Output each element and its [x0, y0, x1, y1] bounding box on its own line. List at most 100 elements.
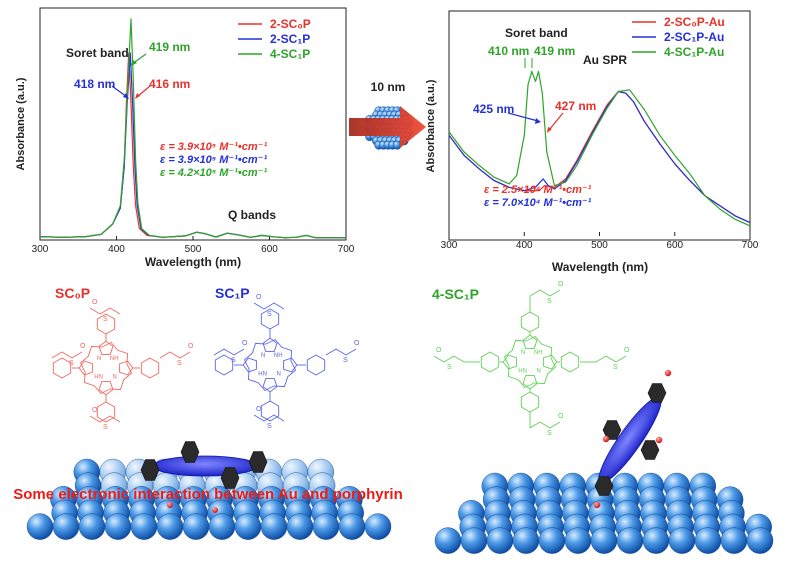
right-legend-label-2: 2-SC₁P-Au — [664, 30, 724, 44]
svg-text:S: S — [447, 364, 452, 371]
svg-text:NH: NH — [274, 353, 283, 359]
right-x-axis-label: Wavelength (nm) — [552, 260, 648, 274]
right-x-tick-label-700: 700 — [742, 240, 759, 251]
left-x-tick-label-500: 500 — [185, 244, 202, 255]
right-arrow-427 — [548, 112, 564, 131]
svg-text:S: S — [231, 357, 236, 364]
right-series-2-line — [448, 90, 751, 224]
sc0p-structure-icon: N NH HN N S O S O S O S O — [51, 299, 194, 431]
right-soret-label: Soret band — [505, 26, 568, 40]
svg-text:O: O — [256, 294, 262, 301]
right-epsilon-blue: ε = 7.0×10⁴ M⁻¹•cm⁻¹ — [484, 197, 592, 209]
svg-text:N: N — [113, 374, 117, 380]
left-peak-418-label: 418 nm — [74, 77, 115, 91]
left-arrowhead-416 — [135, 93, 140, 99]
right-arrowhead-425 — [535, 118, 541, 124]
svg-text:O: O — [92, 407, 98, 414]
left-arrowhead-419 — [131, 60, 137, 66]
left-arrow-416 — [136, 85, 151, 98]
4-sc1p-structure-icon: N NH HN N S O S O S O S O — [433, 281, 630, 437]
sc0p-label: SC₀P — [55, 285, 90, 301]
left-peak-419-label: 419 nm — [149, 40, 190, 54]
left-x-axis-label: Wavelength (nm) — [145, 255, 241, 269]
left-x-tick-label-700: 700 — [338, 244, 355, 255]
transition-arrow-icon — [349, 106, 426, 148]
left-legend-label-2: 2-SC₁P — [270, 32, 310, 46]
svg-text:O: O — [80, 343, 86, 350]
right-epsilon-red: ε = 2.5×10⁴ M⁻¹•cm⁻¹ — [484, 184, 592, 196]
sc1p-structure-icon: N NH HN N S O S O S O S O — [213, 294, 360, 430]
svg-text:S: S — [613, 364, 618, 371]
svg-text:NH: NH — [534, 350, 543, 356]
svg-text:S: S — [547, 298, 552, 305]
svg-text:O: O — [558, 413, 564, 420]
gold-surface-right-icon — [434, 472, 774, 554]
flat-porphyrin-on-gold-icon — [140, 441, 268, 513]
left-absorbance-chart: 300 400 500 600 700 Wavelength (nm) Absorban… — [15, 7, 355, 269]
right-y-axis-label: Absorbance (a.u.) — [425, 79, 437, 172]
sc1p-label: SC₁P — [215, 285, 250, 301]
gold-nanoparticle-transition: 10 nm — [349, 80, 426, 150]
svg-text:S: S — [343, 357, 348, 364]
svg-text:O: O — [242, 340, 248, 347]
svg-text:S: S — [267, 423, 272, 430]
right-au-spr-label: Au SPR — [583, 53, 627, 67]
left-epsilon-red: ε = 3.9×10⁵ M⁻¹•cm⁻¹ — [160, 141, 267, 153]
left-epsilon-green: ε = 4.2×10⁵ M⁻¹•cm⁻¹ — [160, 167, 267, 179]
svg-text:S: S — [547, 430, 552, 437]
left-peak-416-label: 416 nm — [149, 77, 190, 91]
right-legend-label-1: 2-SC₀P-Au — [664, 15, 725, 29]
right-legend-label-3: 4-SC₁P-Au — [664, 45, 724, 59]
right-peak-425-label: 425 nm — [473, 102, 514, 116]
svg-text:O: O — [558, 281, 564, 288]
right-plot-frame — [448, 10, 751, 241]
svg-text:NH: NH — [110, 356, 119, 362]
svg-text:O: O — [256, 406, 262, 413]
svg-text:O: O — [188, 343, 194, 350]
left-x-tick-label-300: 300 — [32, 244, 49, 255]
svg-text:O: O — [624, 347, 630, 354]
right-arrowhead-427 — [547, 127, 552, 133]
svg-text:HN: HN — [94, 374, 103, 380]
right-x-tick-label-400: 400 — [516, 240, 533, 251]
svg-text:S: S — [103, 424, 108, 431]
svg-text:N: N — [521, 350, 525, 356]
4-sc1p-label: 4-SC₁P — [432, 286, 479, 302]
right-series-3-line — [448, 70, 751, 227]
left-y-axis-label: Absorbance (a.u.) — [15, 77, 27, 170]
svg-text:N: N — [537, 368, 541, 374]
standing-porphyrin-on-gold-icon — [593, 369, 672, 509]
right-arrow-425 — [507, 112, 539, 122]
left-soret-label: Soret band — [66, 46, 129, 60]
svg-text:O: O — [436, 347, 442, 354]
svg-text:O: O — [354, 340, 360, 347]
svg-text:HN: HN — [258, 371, 267, 377]
right-x-tick-label-300: 300 — [441, 240, 458, 251]
svg-text:N: N — [261, 353, 265, 359]
nanoparticle-size-label: 10 nm — [371, 80, 406, 94]
left-epsilon-blue: ε = 3.9×10⁵ M⁻¹•cm⁻¹ — [160, 154, 267, 166]
svg-text:O: O — [92, 299, 98, 306]
left-series-3-line — [39, 18, 346, 239]
svg-text:HN: HN — [518, 368, 527, 374]
left-arrowhead-418 — [123, 93, 129, 99]
right-peak-427-label: 427 nm — [555, 99, 596, 113]
interaction-caption: Some electronic interaction between Au a… — [13, 486, 403, 503]
left-q-bands-label: Q bands — [228, 208, 276, 222]
svg-text:S: S — [103, 316, 108, 323]
svg-text:N: N — [97, 356, 101, 362]
right-peak-419-label: 419 nm — [534, 44, 575, 58]
right-x-tick-label-500: 500 — [591, 240, 608, 251]
left-x-tick-label-400: 400 — [108, 244, 125, 255]
left-legend-label-1: 2-SC₀P — [270, 17, 311, 31]
left-x-tick-label-600: 600 — [261, 244, 278, 255]
right-absorbance-chart: 300 400 500 600 700 Wavelength (nm) Absorban… — [425, 10, 759, 274]
svg-text:N: N — [277, 371, 281, 377]
right-x-tick-label-600: 600 — [666, 240, 683, 251]
left-legend-label-3: 4-SC₁P — [270, 47, 310, 61]
svg-text:S: S — [177, 360, 182, 367]
svg-text:S: S — [69, 360, 74, 367]
svg-text:S: S — [267, 311, 272, 318]
